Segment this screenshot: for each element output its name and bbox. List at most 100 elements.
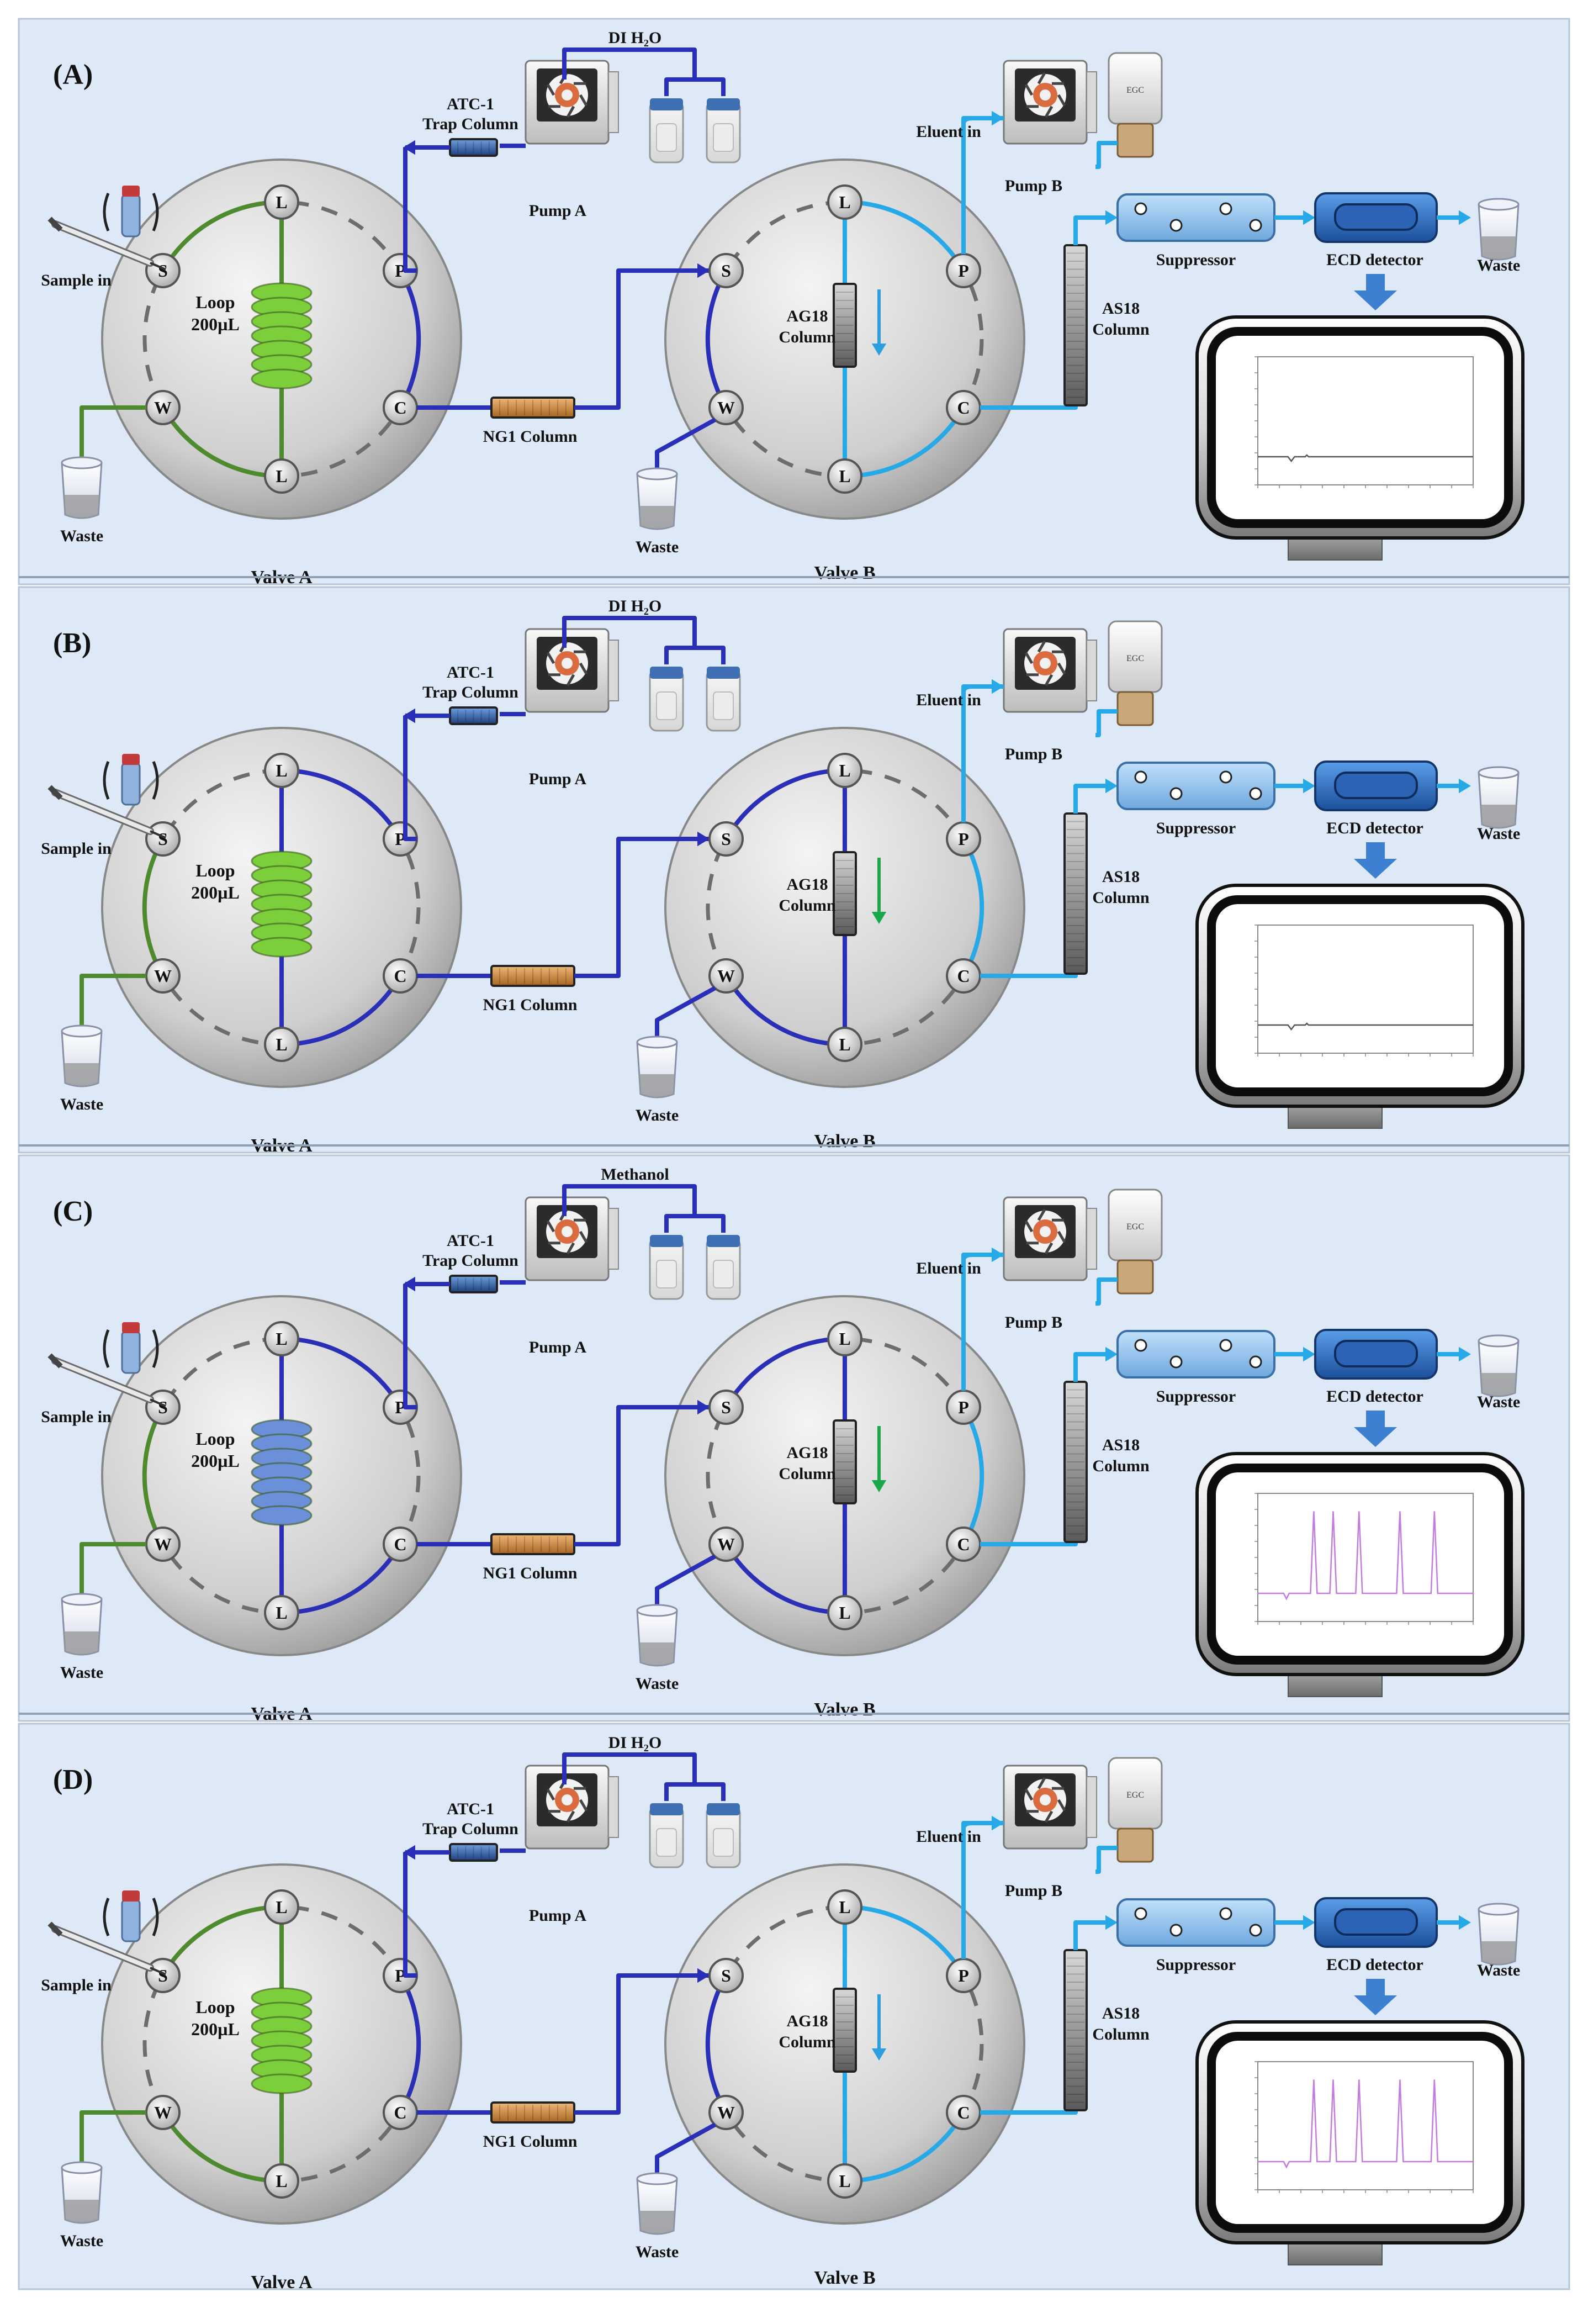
valve-port: C <box>384 2096 417 2129</box>
port-label: W <box>154 398 172 418</box>
solvent-bottle <box>707 1235 740 1299</box>
output-arrow-stem <box>1366 274 1385 290</box>
pump-b <box>1004 629 1097 712</box>
loop-label: Loop <box>195 1429 235 1449</box>
valve-port: W <box>146 391 179 424</box>
loop-volume-label: 200µL <box>191 2019 240 2039</box>
loop-label: Loop <box>195 1997 235 2017</box>
as18-column <box>1065 1950 1087 2110</box>
bottle-label <box>713 692 733 720</box>
port-label: C <box>394 966 406 986</box>
port-label: C <box>957 398 970 418</box>
pump-side <box>608 72 618 133</box>
solvent-bottle <box>650 1235 683 1299</box>
valve-port: L <box>828 1596 861 1629</box>
loop-label: Loop <box>195 860 235 880</box>
waste-a-beaker <box>62 2162 102 2223</box>
port-label: W <box>154 1534 172 1554</box>
suppressor-port <box>1171 788 1182 799</box>
ecd-label: ECD detector <box>1326 1387 1423 1406</box>
waste-ecd-beaker <box>1479 199 1518 260</box>
ecd-window <box>1335 1341 1417 1366</box>
as18-label-2: Column <box>1092 2025 1150 2043</box>
beaker-rim <box>637 1605 677 1616</box>
beaker-rim <box>637 468 677 479</box>
ecd-detector <box>1315 1898 1437 1947</box>
beaker-liquid <box>64 2200 99 2223</box>
monitor-screen <box>1216 336 1504 519</box>
sample-vial-cap <box>122 1322 140 1333</box>
suppressor-port <box>1171 1925 1182 1936</box>
loop-volume-label: 200µL <box>191 314 240 334</box>
suppressor-port <box>1250 1925 1261 1936</box>
waste-ecd-label: Waste <box>1477 1393 1520 1411</box>
ng1-label: NG1 Column <box>483 996 578 1014</box>
output-arrow-stem <box>1366 842 1385 859</box>
loop-label: Loop <box>195 292 235 312</box>
suppressor <box>1118 1331 1274 1377</box>
ecd-window <box>1335 204 1417 230</box>
valve-port: W <box>146 1528 179 1561</box>
suppressor-label: Suppressor <box>1156 819 1236 837</box>
port-label: S <box>158 1397 168 1417</box>
pump-a-label: Pump A <box>529 1338 587 1356</box>
bottle-cap <box>707 98 740 110</box>
beaker-rim <box>637 1037 677 1048</box>
atc-trap-column <box>450 707 497 724</box>
port-label: S <box>158 829 168 849</box>
solvent-label: Methanol <box>601 1165 669 1184</box>
as18-column <box>1065 1382 1087 1542</box>
ecd-detector <box>1315 193 1437 242</box>
as18-label-1: AS18 <box>1102 868 1140 886</box>
waste-b-beaker <box>637 468 677 529</box>
port-label: S <box>721 261 731 281</box>
loop-volume-label: 200µL <box>191 1451 240 1471</box>
port-label: P <box>958 261 969 281</box>
valve-port: L <box>265 2164 298 2198</box>
valve-port: L <box>265 459 298 493</box>
waste-b-label: Waste <box>636 1106 679 1124</box>
waste-ecd-beaker <box>1479 1335 1518 1396</box>
bottle-label <box>713 124 733 151</box>
valve-port: P <box>947 254 980 287</box>
suppressor-port <box>1135 772 1146 783</box>
port-label: C <box>394 2103 406 2122</box>
waste-a-beaker <box>62 1026 102 1086</box>
waste-ecd-beaker <box>1479 1904 1518 1964</box>
ag18-label-2: Column <box>779 2033 836 2051</box>
pump-side <box>1087 640 1097 701</box>
solvent-label: DI H₂O <box>608 29 662 47</box>
waste-ecd-label: Waste <box>1477 256 1520 274</box>
valve-b-label: Valve B <box>814 2268 875 2288</box>
ag18-label-1: AG18 <box>787 875 828 894</box>
ag18-column <box>834 1420 856 1503</box>
solvent-bottle <box>650 667 683 731</box>
waste-ecd-label: Waste <box>1477 825 1520 843</box>
atc-label-2: Trap Column <box>422 1251 518 1270</box>
output-arrow-stem <box>1366 1411 1385 1427</box>
bottle-cap <box>707 1235 740 1247</box>
suppressor-port <box>1220 203 1231 214</box>
egc-label: EGC <box>1126 86 1144 95</box>
atc-trap-column <box>450 1844 497 1861</box>
pump-a-label: Pump A <box>529 1906 587 1925</box>
atc-label-1: ATC-1 <box>447 1232 494 1250</box>
solvent-bottle <box>650 1803 683 1867</box>
bottle-cap <box>707 1803 740 1815</box>
pump-rotor-center <box>1040 89 1051 101</box>
waste-b-label: Waste <box>636 1675 679 1693</box>
sample-vial-body <box>122 763 140 805</box>
chromatogram-monitor <box>1197 1454 1523 1697</box>
waste-a-label: Waste <box>60 527 103 545</box>
port-label: L <box>276 1897 287 1917</box>
valve-port: L <box>828 1890 861 1924</box>
valve-port: C <box>947 2096 980 2129</box>
suppressor-port <box>1220 1340 1231 1351</box>
beaker-liquid <box>64 1063 99 1086</box>
ag18-label-1: AG18 <box>787 1444 828 1462</box>
valve-port: L <box>265 1596 298 1629</box>
